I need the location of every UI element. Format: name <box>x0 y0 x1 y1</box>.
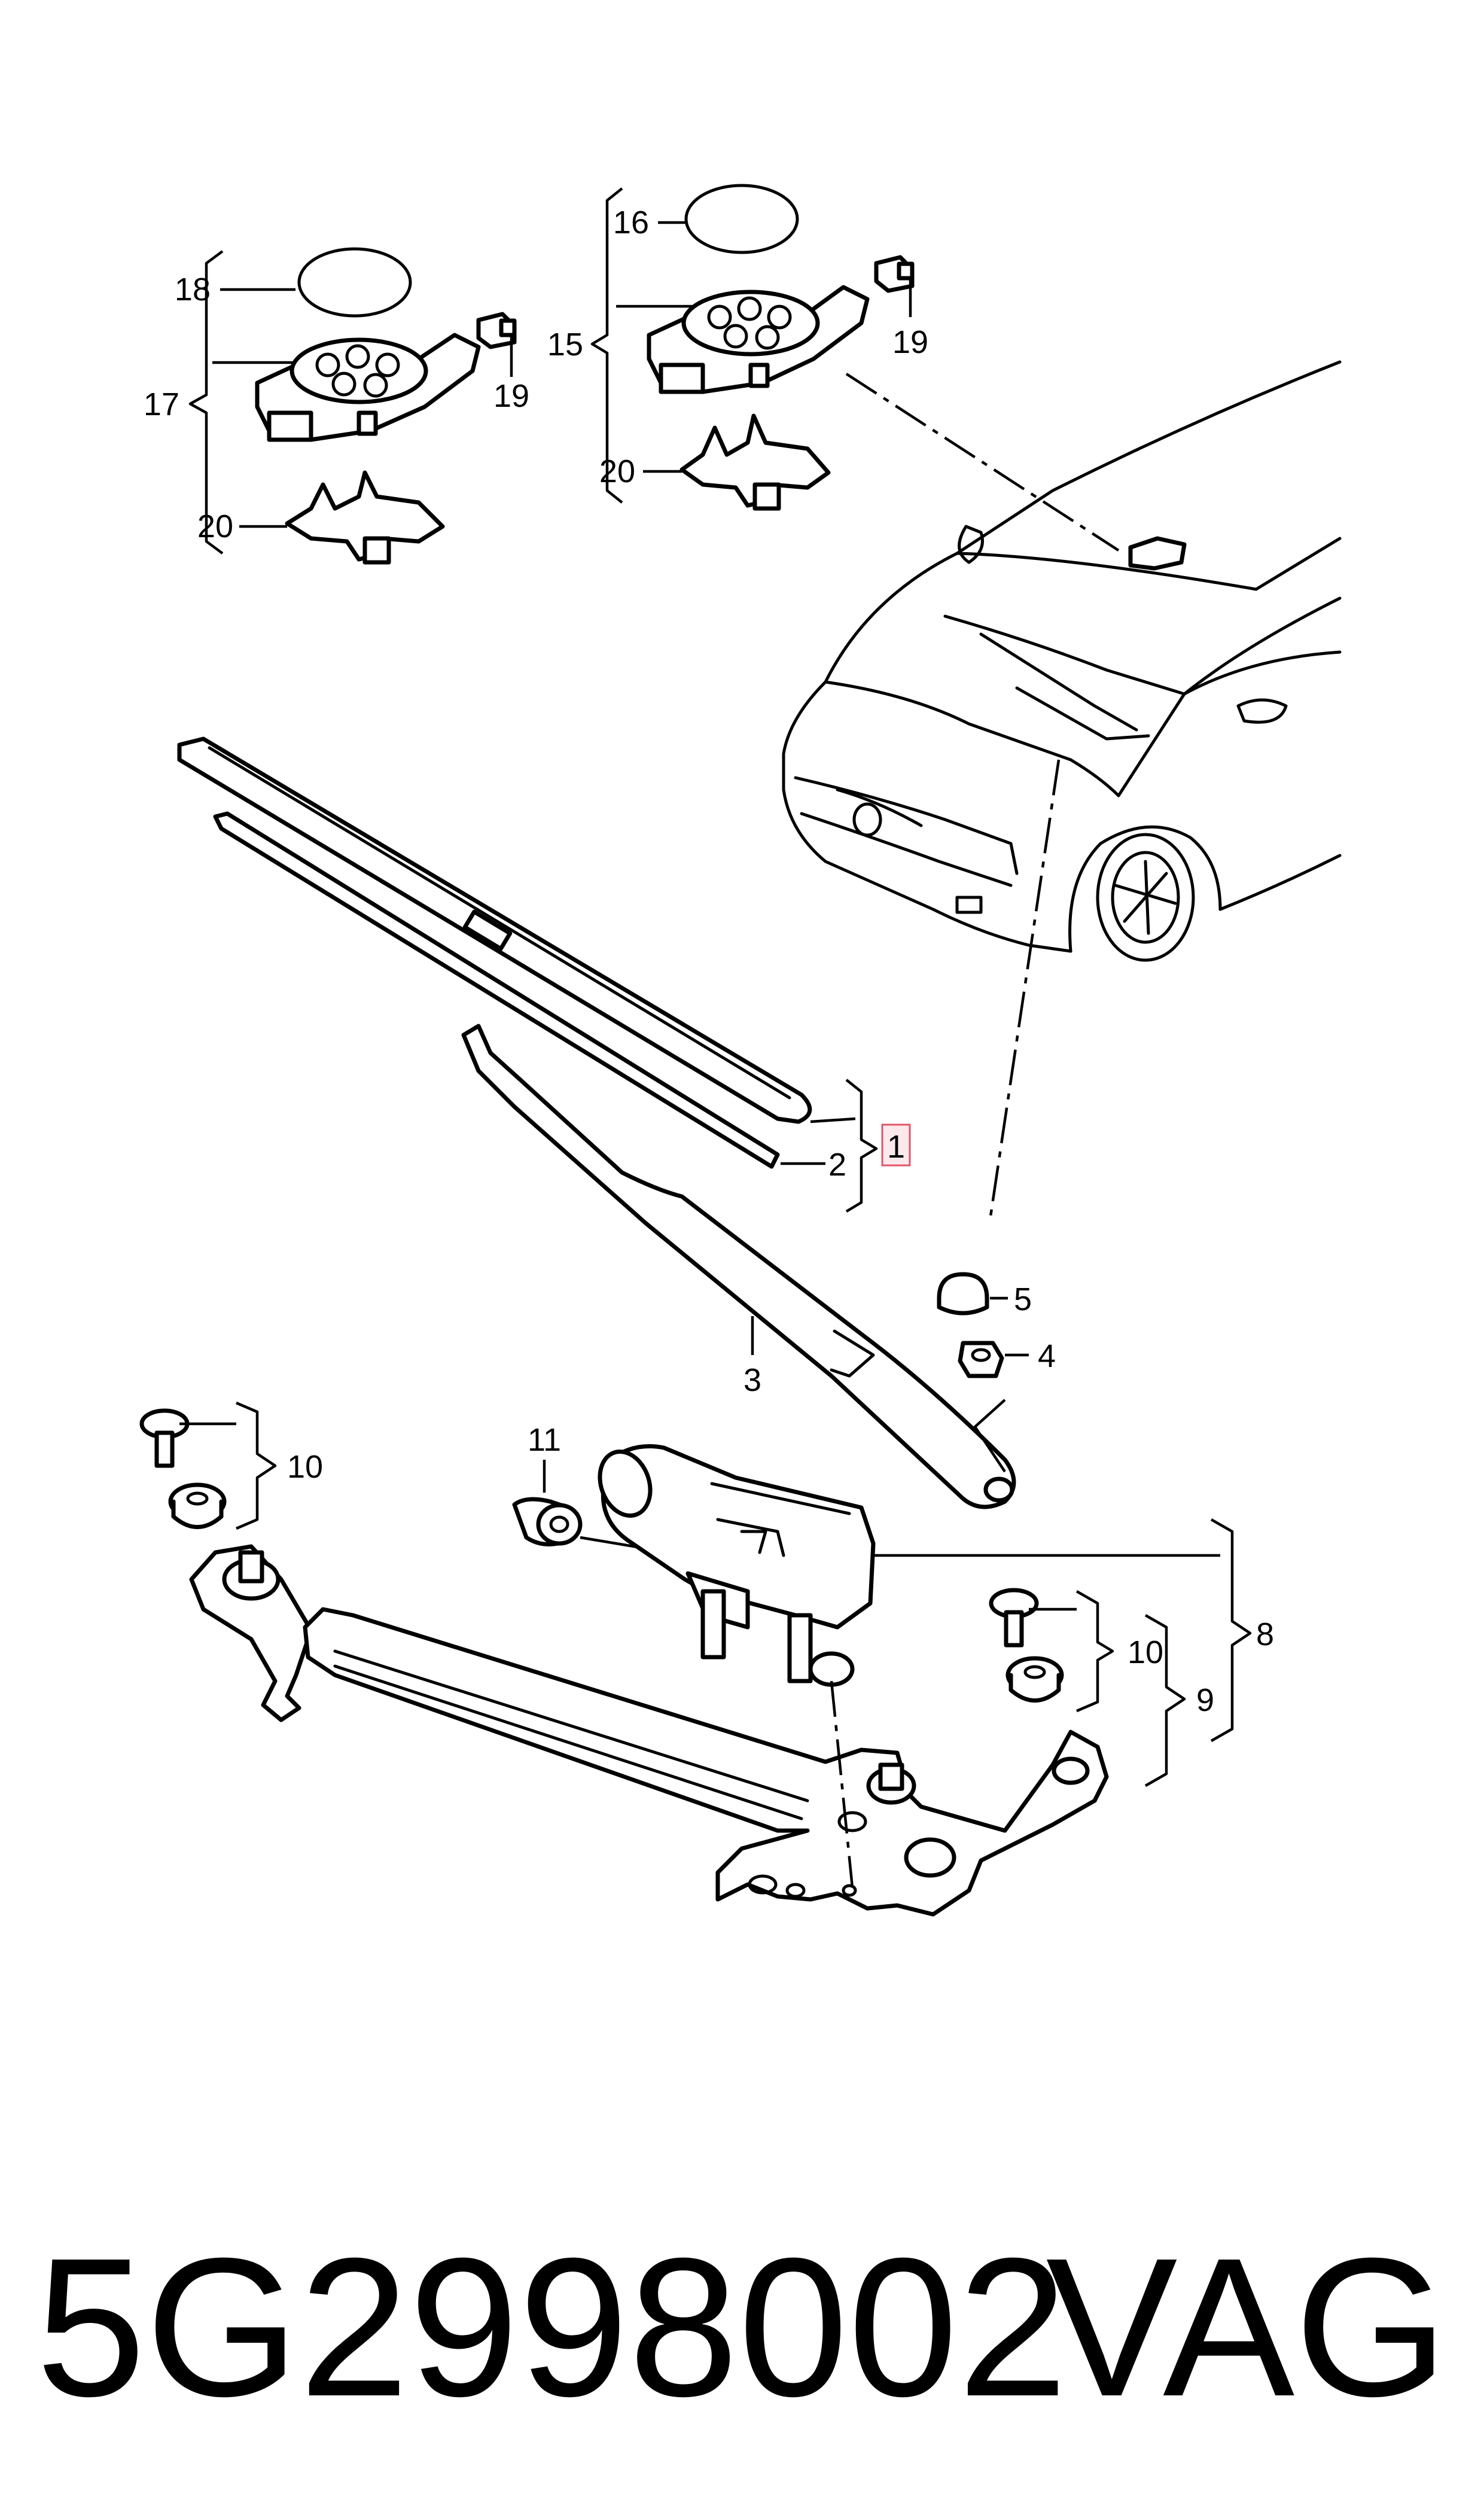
connector-right <box>874 255 915 293</box>
brace-17 <box>188 250 224 555</box>
motor-mount-line <box>830 1680 854 1888</box>
brace-15 <box>590 187 623 504</box>
wiper-arm <box>461 1024 1016 1509</box>
vehicle-sensor-marker <box>1128 536 1187 571</box>
wiper-blade <box>177 736 812 1169</box>
callout-9: 9 <box>1196 1682 1214 1718</box>
callout-16: 16 <box>613 205 649 240</box>
callout-18: 18 <box>175 272 211 307</box>
sensor-bracket-left <box>285 470 445 565</box>
callout-2: 2 <box>828 1147 846 1183</box>
mount-location-line <box>988 759 1061 1221</box>
cap-5 <box>937 1272 989 1316</box>
callout-15: 15 <box>547 327 583 363</box>
callout-17: 17 <box>144 386 179 422</box>
wiper-linkage <box>189 1544 1109 1917</box>
sensor-bracket-right <box>679 413 831 511</box>
callout-1: 1 <box>887 1129 905 1165</box>
rain-sensor-right <box>647 285 870 394</box>
sensor-gasket-left <box>297 247 412 318</box>
sensor-assembly-right: 16 15 19 20 <box>547 184 928 511</box>
callout-10-left: 10 <box>287 1449 323 1485</box>
bushing-11 <box>512 1497 583 1546</box>
brace-9 <box>1144 1614 1186 1787</box>
sensor-gasket-right <box>684 184 799 254</box>
callout-20-right: 20 <box>599 453 635 489</box>
wiper-motor <box>598 1444 876 1687</box>
brace-10-left <box>236 1401 277 1530</box>
mounting-bolt-right <box>989 1588 1039 1648</box>
callout-3: 3 <box>743 1362 761 1398</box>
callout-20-left: 20 <box>197 509 233 544</box>
brace-1 <box>845 1079 878 1213</box>
rain-sensor-left <box>255 333 481 442</box>
callout-4: 4 <box>1038 1338 1056 1374</box>
callout-8: 8 <box>1256 1616 1274 1652</box>
grommet-right <box>1005 1656 1064 1703</box>
part-number: 5G2998002 <box>36 2216 1068 2437</box>
mounting-bolt-left <box>139 1408 190 1468</box>
sensor-assembly-left: 18 17 19 20 <box>144 247 529 565</box>
wiper-blade-rubber <box>213 811 780 1169</box>
grommet-left <box>168 1482 227 1529</box>
callout-5: 5 <box>1014 1281 1032 1317</box>
brand-name: VAG <box>1046 2216 1448 2437</box>
brace-8 <box>1210 1518 1252 1742</box>
callout-10-right: 10 <box>1128 1634 1163 1670</box>
brace-10-right <box>1075 1590 1114 1713</box>
nut-4 <box>958 1341 1004 1378</box>
sensor-location-line <box>845 373 1120 552</box>
callout-19-left: 19 <box>493 378 529 414</box>
highlight-box-1 <box>881 1123 911 1167</box>
callout-19-right: 19 <box>892 324 928 360</box>
callout-11: 11 <box>528 1422 561 1458</box>
connector-left <box>476 312 517 349</box>
vehicle-outline <box>782 360 1342 962</box>
